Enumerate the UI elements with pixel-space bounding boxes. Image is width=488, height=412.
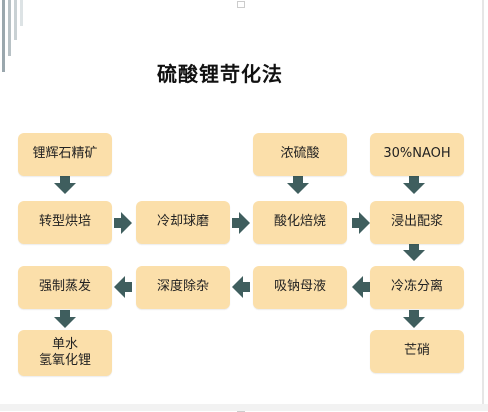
- bottom-bar: [0, 404, 488, 411]
- box-leach-slurry: 浸出配浆: [370, 201, 464, 244]
- arrow-left-freeze-sep-to-absorb: [352, 276, 370, 298]
- arrow-down-freeze-sep-to-mirabilite: [403, 310, 425, 328]
- box-label: 深度除杂: [156, 279, 209, 295]
- box-label: 冷却球磨: [156, 214, 209, 230]
- box-label: 芒硝: [403, 343, 430, 359]
- arrow-down-leach-to-freeze-sep: [403, 243, 425, 261]
- box-label: 单水 氢氧化锂: [38, 336, 91, 368]
- box-label: 强制蒸发: [38, 279, 91, 295]
- box-cool-ball-mill: 冷却球磨: [136, 201, 230, 244]
- arrow-right-cool-grind-to-acid-roast: [232, 212, 250, 234]
- box-label: 浓硫酸: [280, 146, 320, 162]
- arrow-left-deep-purify-to-evaporate: [114, 276, 132, 298]
- arrow-down-ore-to-transform: [54, 176, 76, 194]
- slide-corner-marker: [237, 1, 245, 8]
- diagram-title: 硫酸锂苛化法: [157, 62, 283, 86]
- box-freeze-separation: 冷冻分离: [370, 266, 464, 309]
- box-sodium-absorb-mother-liquor: 吸钠母液: [253, 266, 347, 309]
- box-label: 转型烘培: [38, 214, 91, 230]
- slide-edge: [482, 0, 484, 411]
- box-label: 吸钠母液: [273, 279, 326, 295]
- box-acid-roasting: 酸化焙烧: [253, 201, 347, 244]
- arrow-down-h2so4-to-acid-roast: [287, 176, 309, 194]
- arrow-right-transform-to-cool-grind: [114, 212, 132, 234]
- arrow-down-naoh-to-leach: [403, 176, 425, 194]
- box-label: 浸出配浆: [390, 214, 443, 230]
- arrow-right-acid-roast-to-leach: [352, 212, 370, 234]
- box-label: 冷冻分离: [390, 279, 443, 295]
- box-deep-purification: 深度除杂: [136, 266, 230, 309]
- box-spodumene-concentrate: 锂辉石精矿: [18, 133, 112, 176]
- box-forced-evaporation: 强制蒸发: [18, 266, 112, 309]
- arrow-down-evaporate-to-lioh: [54, 310, 76, 328]
- box-lithium-hydroxide-monohydrate: 单水 氢氧化锂: [18, 330, 112, 376]
- box-label: 酸化焙烧: [273, 214, 326, 230]
- decorative-stripes: [2, 0, 23, 72]
- arrow-left-absorb-to-deep-purify: [232, 276, 250, 298]
- box-naoh: 30%NAOH: [370, 133, 464, 176]
- box-concentrated-sulfuric-acid: 浓硫酸: [253, 133, 347, 176]
- box-transform-roasting: 转型烘培: [18, 201, 112, 244]
- box-label: 锂辉石精矿: [32, 146, 98, 162]
- box-label: 30%NAOH: [383, 146, 451, 162]
- box-mirabilite: 芒硝: [370, 330, 464, 373]
